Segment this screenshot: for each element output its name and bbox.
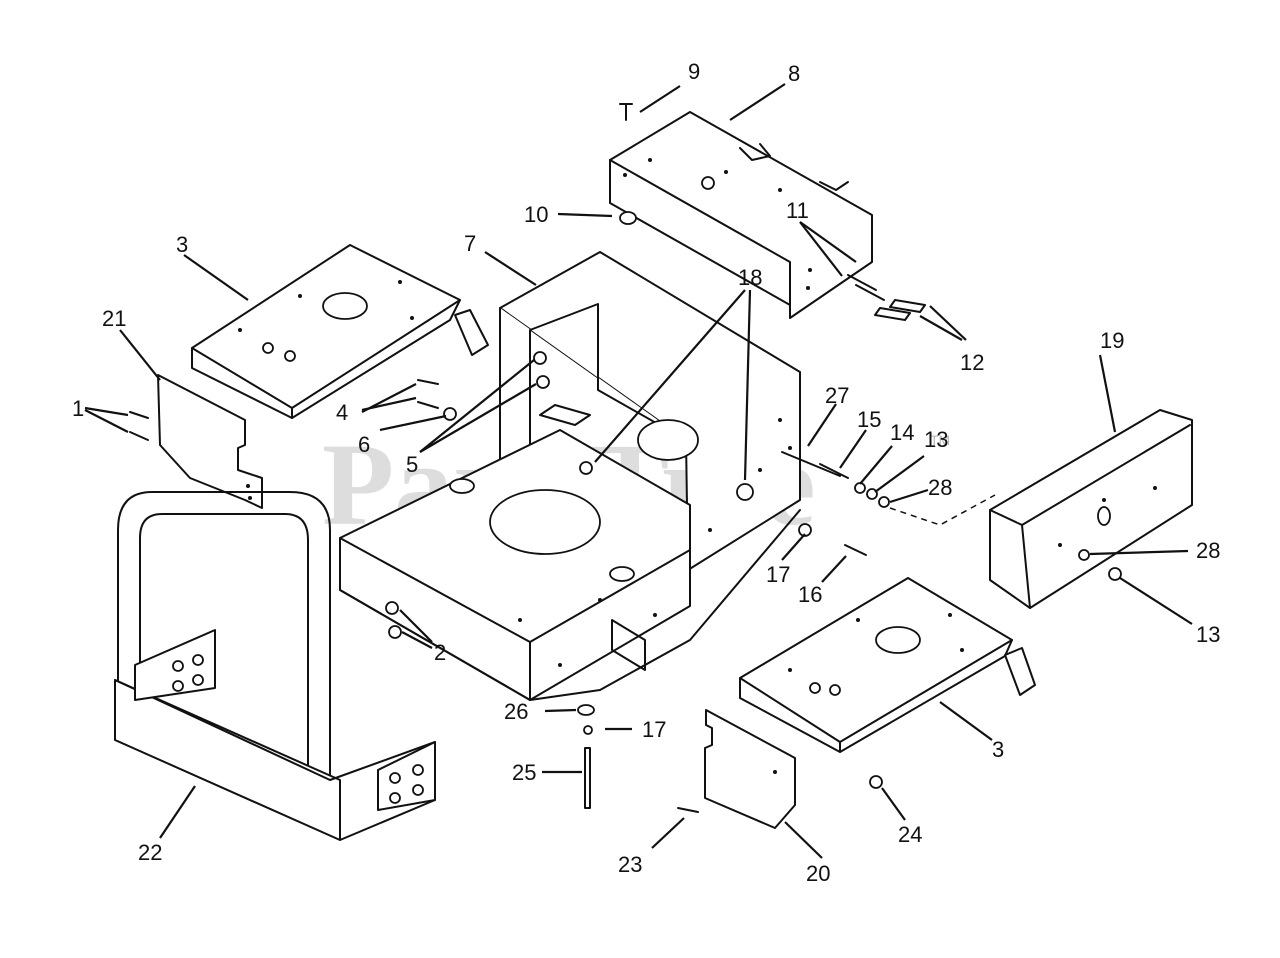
part-19-weight [989,409,1193,609]
callout-22: 22 [138,840,162,865]
callout-25: 25 [512,760,536,785]
callout-1: 1 [72,396,84,421]
callout-21: 21 [102,306,126,331]
callout-14: 14 [890,420,914,445]
part-22-roll-bar [114,491,436,841]
callout-17-lower: 17 [642,717,666,742]
hardware [129,103,1122,813]
callout-20: 20 [806,861,830,886]
leader-lines [84,83,1193,859]
part-3-plate-right [739,577,1036,753]
callout-17-upper: 17 [766,562,790,587]
callout-13-upper: 13 [924,427,948,452]
callout-12: 12 [960,350,984,375]
callout-19: 19 [1100,328,1124,353]
part-8-upper-bracket [609,111,873,319]
callout-26: 26 [504,699,528,724]
callout-27: 27 [825,383,849,408]
callout-9: 9 [688,59,700,84]
callout-5: 5 [406,452,418,477]
callout-13-lower: 13 [1196,622,1220,647]
watermark-trademark: TM [930,432,950,448]
callout-24: 24 [898,822,922,847]
callout-10: 10 [524,202,548,227]
callout-labels: 9 8 10 11 12 3 7 18 21 1 4 6 5 19 27 15 … [72,59,1220,886]
callout-23: 23 [618,852,642,877]
callout-8: 8 [788,61,800,86]
callout-3-lower: 3 [992,737,1004,762]
callout-11: 11 [786,198,809,223]
callout-28-upper: 28 [928,475,952,500]
part-20-plate [704,709,796,829]
part-21-bracket [157,374,263,509]
callout-28-lower: 28 [1196,538,1220,563]
callout-15: 15 [857,407,881,432]
callout-2: 2 [434,640,446,665]
callout-7: 7 [464,231,476,256]
callout-18: 18 [738,265,762,290]
part-7-main-frame [339,251,801,701]
callout-3-upper: 3 [176,232,188,257]
callout-16: 16 [798,582,822,607]
callout-4: 4 [336,400,348,425]
part-3-plate-left [191,244,489,419]
callout-6: 6 [358,432,370,457]
